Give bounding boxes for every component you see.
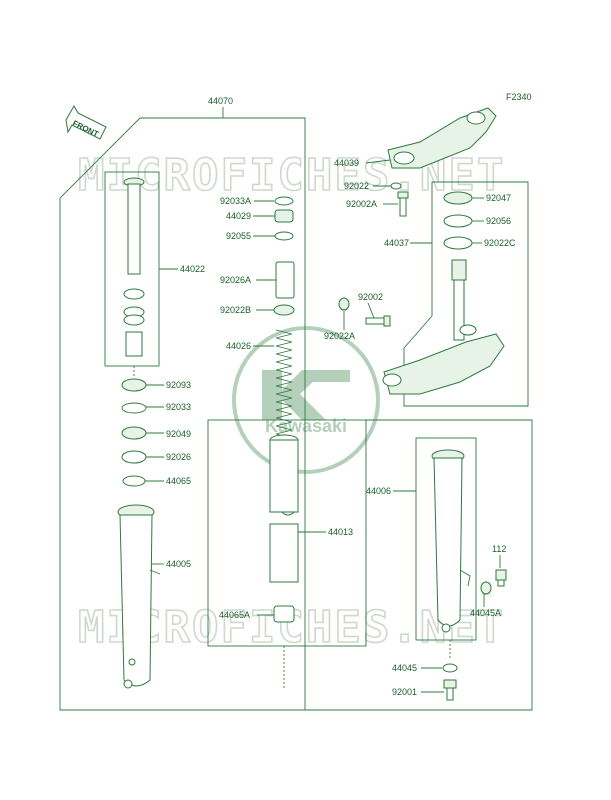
- figure-code: F2340: [506, 92, 532, 102]
- part-44037-steering-stem: [382, 259, 505, 395]
- part-92055: [274, 231, 294, 241]
- part-92022A: [338, 297, 350, 311]
- part-92002A-bolt: [397, 191, 409, 217]
- part-92022B: [273, 304, 295, 316]
- label-92022: 92022: [344, 181, 369, 191]
- box-44013: [207, 419, 367, 647]
- part-92033: [121, 402, 147, 414]
- part-92047: [443, 191, 473, 205]
- logo-text: Kawasaki: [265, 416, 347, 436]
- part-44045: [442, 663, 458, 673]
- part-92093: [121, 378, 147, 392]
- label-112: 112: [492, 544, 506, 554]
- part-44065A: [273, 605, 295, 623]
- box-44006: [415, 437, 477, 641]
- part-92022: [390, 182, 402, 190]
- part-44029: [274, 209, 294, 223]
- label-92033A: 92033A: [220, 196, 251, 206]
- label-44070: 44070: [208, 96, 233, 106]
- label-92049: 92049: [166, 429, 191, 439]
- label-44013: 44013: [328, 527, 353, 537]
- label-92026A: 92026A: [220, 275, 251, 285]
- part-92026: [121, 450, 147, 464]
- part-92049: [121, 426, 147, 440]
- label-92022C: 92022C: [484, 238, 516, 248]
- label-44039: 44039: [334, 158, 359, 168]
- label-92047: 92047: [486, 193, 511, 203]
- part-92056: [443, 214, 473, 228]
- frame-44070-diag: [59, 117, 141, 370]
- part-44013-inner-tube: [269, 434, 299, 583]
- label-44026: 44026: [226, 341, 251, 351]
- label-92002A: 92002A: [346, 199, 377, 209]
- part-44045A: [480, 581, 492, 595]
- label-44037: 44037: [384, 238, 409, 248]
- part-44005-outer-tube: [117, 504, 161, 689]
- part-44039-top-bracket: [387, 107, 497, 169]
- label-44022: 44022: [180, 264, 205, 274]
- part-112-bolt: [495, 569, 507, 587]
- label-44045A: 44045A: [470, 608, 501, 618]
- label-92056: 92056: [486, 216, 511, 226]
- label-92026: 92026: [166, 452, 191, 462]
- front-arrow-icon: FRONT: [65, 104, 107, 140]
- label-92022A: 92022A: [324, 331, 355, 341]
- part-44065: [122, 475, 146, 487]
- label-44029: 44029: [226, 211, 251, 221]
- part-44006-outer-tube: [431, 449, 471, 633]
- kawasaki-logo: Kawasaki: [232, 326, 380, 474]
- part-92001-bolt: [443, 679, 457, 701]
- label-92001: 92001: [392, 687, 417, 697]
- box-44037: [403, 181, 529, 407]
- label-92093: 92093: [166, 380, 191, 390]
- label-44005: 44005: [166, 559, 191, 569]
- label-44065: 44065: [166, 476, 191, 486]
- label-44006: 44006: [366, 486, 391, 496]
- part-92002-bolt: [365, 315, 391, 327]
- label-44065A: 44065A: [219, 610, 250, 620]
- label-92002: 92002: [358, 292, 383, 302]
- part-44022: [123, 177, 145, 357]
- frame-right: [305, 419, 533, 711]
- part-92022C: [443, 236, 473, 250]
- label-44045: 44045: [392, 663, 417, 673]
- label-92055: 92055: [226, 231, 251, 241]
- label-92022B: 92022B: [220, 305, 251, 315]
- part-92026A: [275, 261, 295, 299]
- label-92033: 92033: [166, 402, 191, 412]
- part-92033A: [274, 196, 294, 206]
